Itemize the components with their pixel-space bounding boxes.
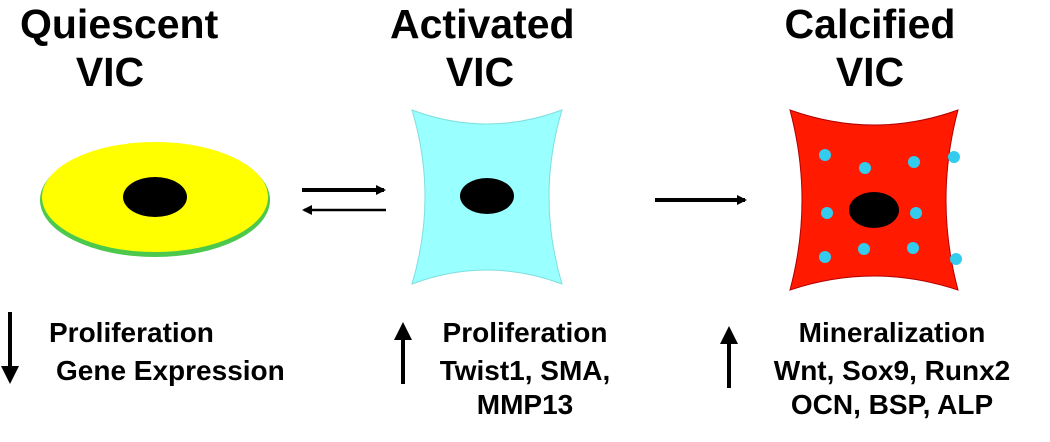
quiescent-title: Quiescent VIC: [20, 0, 219, 96]
activated-title: Activated VIC: [390, 0, 575, 96]
calcified-nucleus: [849, 192, 899, 228]
mineral-deposit: [907, 242, 919, 254]
activated-markers: Proliferation Twist1, SMA, MMP13: [425, 316, 625, 422]
calcified-markers: Mineralization Wnt, Sox9, Runx2 OCN, BSP…: [742, 316, 1042, 422]
mineral-deposit: [908, 156, 920, 168]
marker-text: Twist1, SMA,: [439, 355, 611, 386]
quiescent-markers: Proliferation Gene Expression: [28, 316, 348, 388]
activated-cell: [411, 109, 563, 285]
marker-text: Wnt, Sox9, Runx2: [773, 355, 1011, 386]
mineral-deposit: [819, 149, 831, 161]
down-arrow-head: [1, 366, 19, 384]
activated-up-arrow: [394, 322, 412, 384]
marker-text: MMP13: [476, 389, 574, 420]
up-arrow-head: [720, 326, 738, 344]
marker-text: Mineralization: [798, 317, 986, 348]
marker-text: Proliferation: [49, 317, 214, 348]
activated-nucleus: [460, 178, 514, 214]
mineral-deposit: [859, 162, 871, 174]
mineral-deposit: [821, 207, 833, 219]
up-arrow-head: [394, 322, 412, 340]
marker-text: Gene Expression: [56, 355, 285, 386]
mineral-deposit: [819, 251, 831, 263]
calcified-title: Calcified VIC: [780, 0, 960, 96]
calcified-title-line2: VIC: [835, 49, 905, 95]
quiescent-cell: [40, 142, 270, 257]
quiescent-down-arrow: [1, 312, 19, 384]
mineral-deposits: [819, 149, 962, 265]
calcified-cell: [789, 109, 962, 291]
calcified-title-line1: Calcified: [784, 1, 956, 47]
reversible-arrow: [302, 185, 386, 215]
quiescent-title-line2: VIC: [75, 49, 145, 95]
mineral-deposit: [950, 253, 962, 265]
calcified-up-arrow: [720, 326, 738, 388]
activated-title-line2: VIC: [445, 49, 515, 95]
marker-text: Proliferation: [442, 317, 608, 348]
mineral-deposit: [948, 151, 960, 163]
marker-text: OCN, BSP, ALP: [790, 389, 994, 420]
activated-title-line1: Activated: [390, 1, 575, 47]
quiescent-nucleus: [123, 177, 187, 217]
mineral-deposit: [858, 243, 870, 255]
quiescent-title-line1: Quiescent: [20, 1, 219, 47]
mineral-deposit: [910, 207, 922, 219]
